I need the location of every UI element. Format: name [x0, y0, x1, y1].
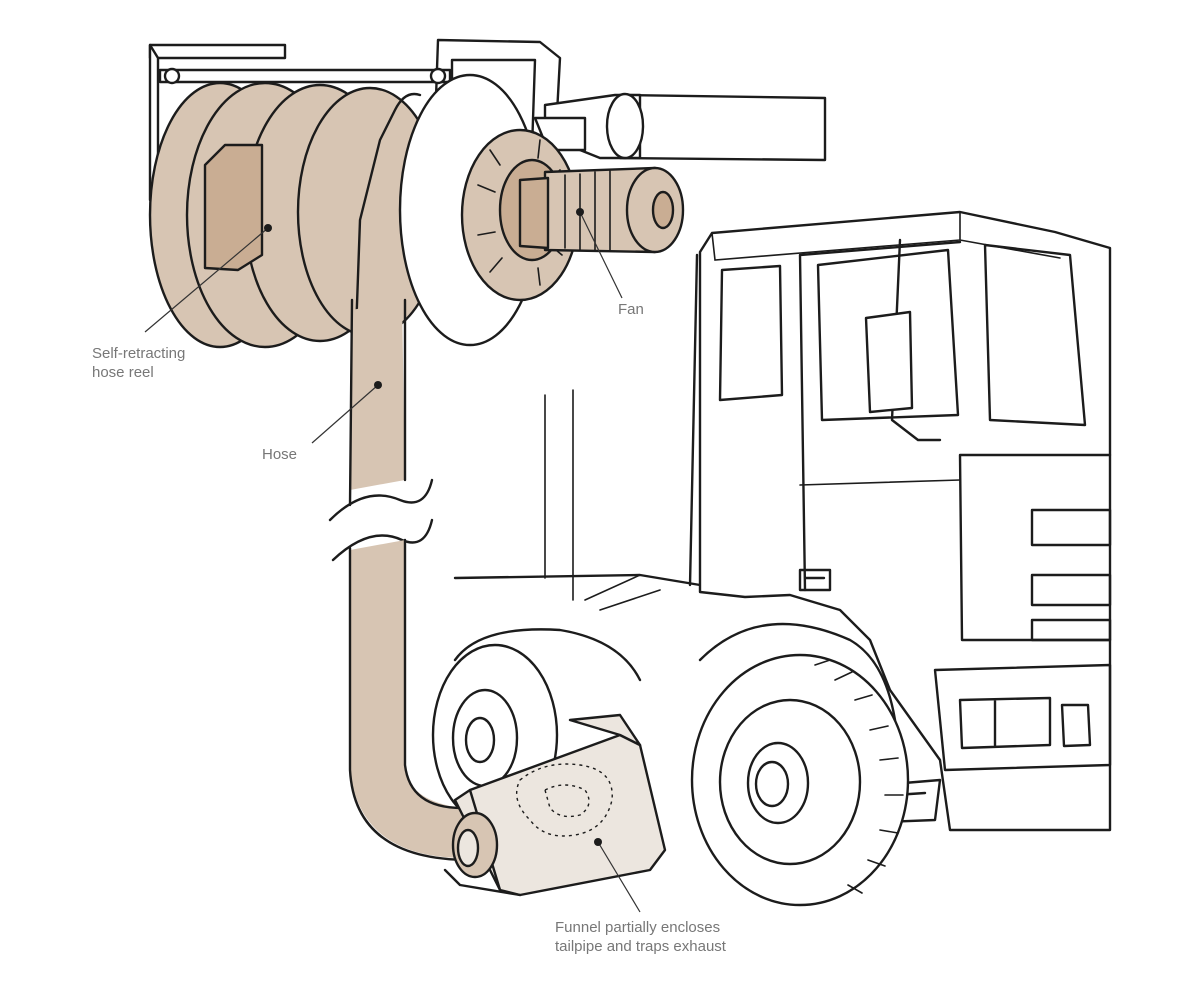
hose-leader-line	[311, 384, 379, 444]
label-funnel: Funnel partially encloses tailpipe and t…	[555, 918, 726, 956]
fan	[460, 128, 685, 302]
hose	[328, 298, 472, 862]
truck-indicator-light	[1060, 703, 1092, 748]
truck-door-edge	[798, 240, 962, 592]
truck-mirror	[864, 310, 914, 414]
label-funnel-line-2: tailpipe and traps exhaust	[555, 938, 726, 955]
reel-leader-dot	[264, 224, 272, 232]
truck-chassis-brace	[584, 574, 661, 611]
truck-windshield	[983, 243, 1087, 427]
truck-bumper	[933, 663, 1112, 772]
truck-frame-uprights	[544, 389, 574, 601]
truck-cab-rear-edge	[688, 253, 699, 587]
fan-leader-line	[579, 211, 623, 299]
funnel-leader-line	[597, 841, 641, 913]
funnel-leader-dot	[594, 838, 602, 846]
label-hose: Hose	[262, 446, 298, 463]
truck	[453, 210, 1112, 832]
truck-front-wheel	[690, 653, 910, 907]
reel-leader-line	[144, 227, 269, 333]
truck-grille	[1030, 508, 1112, 642]
label-reel-line-2: hose reel	[92, 364, 154, 381]
leader-lines	[144, 208, 641, 913]
hose-leader-dot	[374, 381, 382, 389]
truck-front-wheel-arch	[698, 622, 897, 722]
truck-door-crease	[799, 479, 961, 486]
label-fan: Fan	[618, 301, 644, 318]
truck-chassis-rail	[453, 573, 702, 587]
duct-pipe	[533, 92, 827, 162]
label-funnel-line-1: Funnel partially encloses	[555, 919, 721, 936]
label-reel-line-1: Self-retracting	[92, 345, 186, 362]
truck-side-window	[718, 264, 784, 402]
fan-leader-dot	[576, 208, 584, 216]
label-self-retracting-hose-reel: Self-retracting hose reel	[92, 344, 185, 382]
truck-headlight	[958, 696, 1052, 750]
tyre-tread	[814, 659, 904, 894]
truck-door-window	[816, 248, 960, 422]
truck-door-handle	[798, 568, 832, 592]
reel-axle-bar	[158, 68, 452, 84]
funnel	[443, 713, 667, 897]
truck-rear-mudguard	[453, 628, 642, 682]
